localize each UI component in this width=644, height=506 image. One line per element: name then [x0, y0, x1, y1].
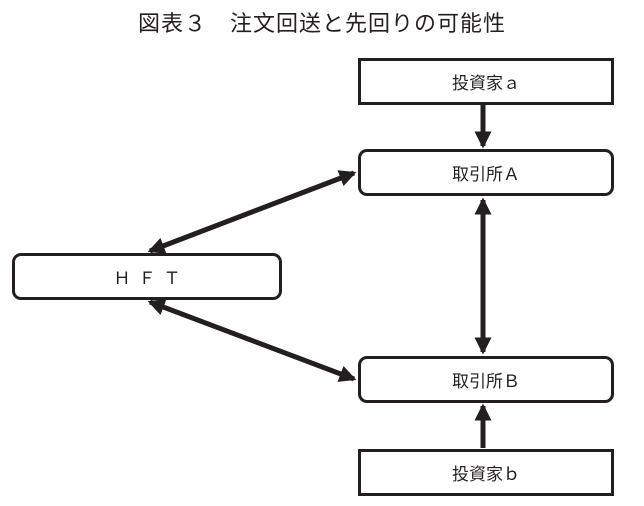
exchange-b-box: 取引所Ｂ	[358, 356, 614, 403]
arrow-exchange-a-hft	[147, 170, 357, 254]
investor-a-box: 投資家ａ	[358, 58, 614, 105]
investor-b-box: 投資家ｂ	[358, 449, 614, 496]
figure-title: 図表３ 注文回送と先回りの可能性	[137, 12, 506, 37]
hft-box: ＨＦＴ	[12, 253, 282, 300]
arrow-hft-exchange-b	[147, 299, 357, 382]
exchange-a-box: 取引所Ａ	[358, 149, 614, 196]
investor-a-label: 投資家ａ	[452, 74, 520, 94]
investor-b-label: 投資家ｂ	[452, 465, 520, 485]
exchange-a-label: 取引所Ａ	[452, 165, 520, 185]
exchange-b-label: 取引所Ｂ	[452, 372, 520, 392]
hft-label: ＨＦＴ	[113, 269, 189, 289]
